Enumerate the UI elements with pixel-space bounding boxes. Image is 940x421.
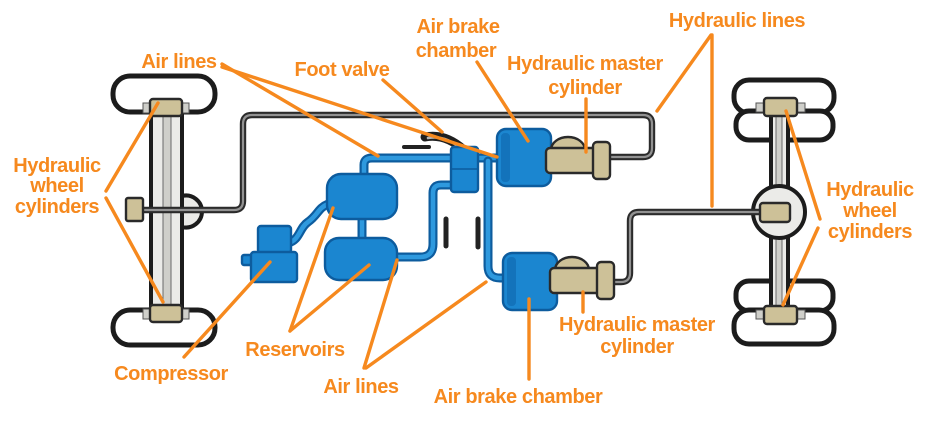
leader-reservoirs-a <box>288 206 335 333</box>
label-reservoirs: Reservoirs <box>245 339 345 361</box>
label-air-brake-chamber-top-line2: chamber <box>416 40 497 62</box>
label-wheel-cylinders-right-line2: wheel <box>842 200 897 222</box>
label-wheel-cylinders-right-line3: cylinders <box>828 221 912 243</box>
air-line-to-rear-chamber-core <box>485 158 510 281</box>
label-wheel-cylinders-right-line1: Hydraulic <box>826 179 914 201</box>
leader-air-brake-chamber-top <box>475 60 530 143</box>
front-hydraulic-master-cylinder <box>544 146 600 175</box>
rear-hydraulic-line-core <box>605 210 768 284</box>
leader-air-lines-top-b <box>220 65 499 159</box>
label-wheel-cylinders-left-line2: wheel <box>29 175 84 197</box>
leader-air-lines-bottom-a <box>362 258 399 370</box>
front-air-brake-chamber-shading <box>501 133 510 182</box>
rear-axle-shaft-bottom-core <box>775 231 783 309</box>
annotations: Air lines Foot valve Air brake chamber H… <box>13 10 914 408</box>
label-air-brake-chamber-bottom: Air brake chamber <box>434 386 603 408</box>
leader-wheel-cylinders-right-a <box>784 109 822 221</box>
front-axle-tee-fitting <box>124 196 145 223</box>
label-hydraulic-lines: Hydraulic lines <box>669 10 806 32</box>
air-line-reservoir-to-foot-valve-core <box>361 155 455 179</box>
compressor-top <box>256 224 293 255</box>
label-foot-valve: Foot valve <box>295 59 390 81</box>
air-line-lower-reservoir-feed <box>389 180 457 262</box>
leader-reservoirs-b <box>288 263 371 333</box>
label-wheel-cylinders-left-line1: Hydraulic <box>13 155 101 177</box>
leader-foot-valve <box>381 78 444 134</box>
rear-differential-tee-fitting <box>758 201 792 224</box>
leader-wheel-cylinders-left-a <box>104 101 160 193</box>
compressor-body <box>249 250 299 284</box>
label-hydraulic-master-bottom-line2: cylinder <box>600 336 674 358</box>
compressor-hose-core <box>285 201 331 246</box>
air-reservoir-upper <box>325 172 399 221</box>
label-air-brake-chamber-top-line1: Air brake <box>416 16 499 38</box>
rear-right-wheel-cylinder-fitting <box>762 304 799 326</box>
label-hydraulic-master-top-line2: cylinder <box>548 77 622 99</box>
rear-hydraulic-master-cylinder <box>548 266 604 295</box>
leader-hydraulic-lines-a <box>655 33 713 113</box>
leader-compressor <box>182 260 272 359</box>
front-hydraulic-line-core <box>139 113 654 212</box>
label-air-lines-top: Air lines <box>141 51 217 73</box>
label-hydraulic-master-bottom-line1: Hydraulic master <box>559 314 716 336</box>
leader-wheel-cylinders-right-b <box>781 226 820 307</box>
leader-wheel-cylinders-left-b <box>104 196 165 304</box>
rear-master-cylinder-flange <box>595 260 616 301</box>
air-system <box>240 127 616 312</box>
front-right-wheel-cylinder-fitting <box>148 303 184 324</box>
hydraulic-fittings <box>124 96 806 326</box>
air-line-lower-reservoir-feed-core <box>391 182 455 260</box>
rear-axle-shaft-top-core <box>775 113 783 193</box>
leader-air-lines-bottom-b <box>364 280 488 370</box>
hydraulic-lines <box>137 111 770 286</box>
rear-left-wheel-cylinder-fitting <box>762 96 799 118</box>
label-wheel-cylinders-left-line3: cylinders <box>15 196 99 218</box>
label-hydraulic-master-top-line1: Hydraulic master <box>507 53 664 75</box>
label-air-lines-bottom: Air lines <box>323 376 399 398</box>
label-compressor: Compressor <box>114 363 228 385</box>
rear-air-brake-chamber-shading <box>507 257 516 306</box>
leader-air-lines-top-a <box>220 62 380 158</box>
front-master-cylinder-flange <box>591 140 612 181</box>
